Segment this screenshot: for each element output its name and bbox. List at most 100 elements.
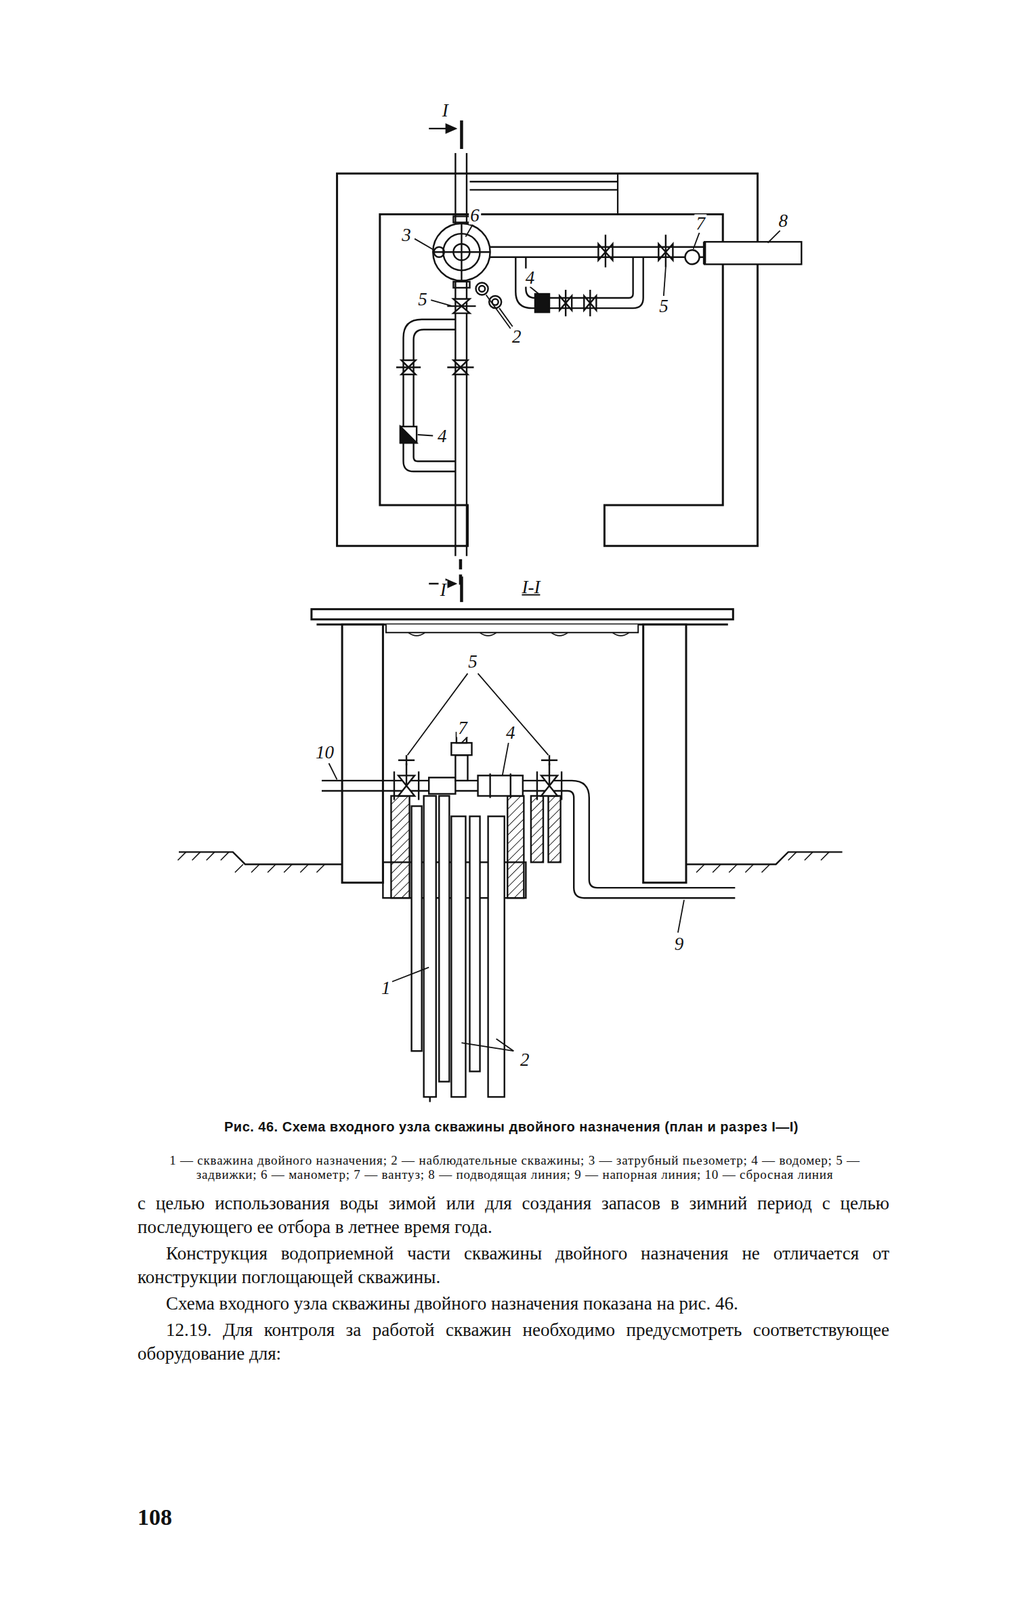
paragraph: 12.19. Для контроля за работой скважин н… — [137, 1318, 890, 1367]
plan-pipes-part — [447, 366, 474, 368]
section-pipes-part — [455, 755, 468, 781]
well-casings-part — [548, 795, 561, 863]
plan-pipes-part — [703, 241, 707, 265]
callout-number: 3 — [400, 225, 413, 244]
callout-number: 9 — [673, 935, 686, 954]
plan-leaders-part — [693, 233, 700, 250]
plan-pipes-part — [466, 153, 468, 224]
section-mark: I — [438, 581, 448, 600]
plan-pipes-part — [413, 329, 456, 462]
section-pipes-part — [405, 763, 408, 786]
plan-pipes-part — [704, 241, 802, 265]
section-leaders-part — [461, 736, 468, 744]
section-leaders — [329, 673, 685, 1052]
plan-pipes-part — [446, 124, 456, 133]
callout-number: 7 — [456, 718, 469, 737]
well-casings-part — [451, 816, 466, 1098]
well-casings — [382, 795, 561, 1103]
well-casings-part — [429, 1097, 431, 1103]
section-pipes-part — [541, 755, 558, 766]
callout-number: 2 — [510, 327, 523, 347]
well-casings-part — [488, 816, 505, 1098]
section-leaders-part — [461, 1043, 514, 1052]
section-pipes-part — [560, 771, 563, 800]
callout-number: 8 — [777, 211, 790, 230]
plan-pipes-part — [434, 247, 445, 258]
building-plan-part — [469, 188, 618, 191]
callout-number: 1 — [379, 979, 393, 998]
building-plan — [337, 173, 758, 546]
plan-leaders-part — [663, 267, 666, 296]
section-pipes-part — [321, 780, 735, 888]
section-mark: I — [440, 100, 450, 120]
section-pipes-part — [478, 775, 523, 796]
section-leaders-part — [392, 967, 429, 983]
plan-pipes-part — [478, 285, 485, 292]
callout-number: 2 — [518, 1050, 532, 1069]
paragraph: с целью использования воды зимой или для… — [137, 1192, 890, 1240]
building-section-part — [408, 632, 630, 637]
section-pipes-part — [489, 773, 491, 798]
callout-number: 5 — [657, 297, 670, 316]
plan-pipes-part — [460, 223, 462, 281]
paragraph: Конструкция водоприемной части скважины … — [137, 1242, 890, 1290]
plan-pipes-part — [564, 289, 567, 317]
callout-number: 7 — [694, 214, 707, 234]
plan-pipes-part — [453, 281, 470, 288]
plan-pipes-part — [535, 293, 550, 313]
well-casings-part — [438, 795, 450, 1082]
plan-pipes-part — [459, 120, 464, 150]
plan-pipes-part — [665, 235, 667, 268]
plan-pipes-part — [400, 426, 417, 443]
figure-caption: Рис. 46. Схема входного узла скважины дв… — [128, 1118, 895, 1136]
callout-number: 5 — [466, 652, 479, 671]
page-number: 108 — [137, 1505, 173, 1531]
plan-pipes — [396, 120, 802, 603]
plan-pipes-part — [454, 153, 456, 224]
callout-number: 4 — [524, 268, 537, 288]
section-pipes — [321, 732, 735, 899]
well-casings-part — [507, 795, 524, 899]
section-pipes-part — [536, 771, 538, 800]
plan-leaders-part — [417, 434, 434, 437]
plan-leaders-part — [529, 286, 542, 296]
well-casings-part — [390, 795, 410, 899]
caption-key: 1 — скважина двойного назначения; 2 — на… — [155, 1153, 874, 1182]
plan-pipes-part — [432, 223, 490, 281]
plan-leaders-part — [499, 308, 513, 327]
callout-number: 6 — [468, 206, 481, 225]
section-leaders-part — [478, 673, 549, 756]
well-casings-part — [531, 795, 544, 863]
building-plan-part — [469, 180, 618, 183]
well-casings-part — [411, 795, 505, 1098]
section-pipes-part — [510, 773, 512, 798]
well-casings-part — [424, 795, 437, 1098]
plan-leaders-part — [414, 239, 435, 251]
plan-pipes-part — [684, 249, 700, 265]
well-casings-part — [469, 816, 480, 1073]
section-leaders-part — [678, 900, 685, 933]
building-section-part — [386, 624, 639, 633]
section-leaders-part — [329, 763, 338, 780]
callout-number: 10 — [314, 743, 336, 762]
section-pipes-part — [417, 771, 420, 800]
plan-pipes-part — [454, 281, 456, 557]
callout-number: 4 — [436, 426, 449, 446]
callout-number: 5 — [416, 289, 429, 309]
plan-pipes-part — [403, 319, 456, 473]
plan-pipes-part — [453, 216, 470, 223]
plan-pipes-part — [459, 576, 464, 603]
plan-pipes-part — [400, 426, 417, 443]
section-pipes-part — [393, 771, 395, 800]
plan-pipes-part — [446, 579, 456, 588]
section-mark: I-I — [520, 577, 542, 597]
body-text: с целью использования воды зимой или для… — [137, 1192, 890, 1367]
building-section-part — [643, 624, 687, 883]
plan-pipes-part — [466, 281, 468, 557]
section-pipes-part — [548, 763, 550, 786]
building-plan-part — [617, 173, 619, 215]
building-section-part — [311, 609, 733, 620]
plan-pipes-part — [396, 366, 421, 368]
section-leaders-part — [496, 1039, 515, 1052]
plan-pipes-part — [459, 559, 463, 570]
